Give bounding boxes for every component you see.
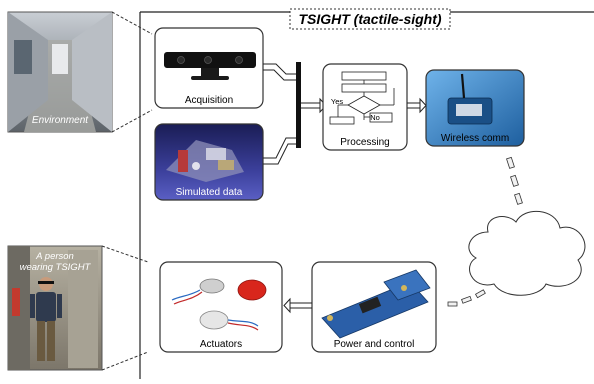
arduino-board-icon [321,269,431,339]
environment-label: Environment [32,115,89,126]
wireless-comm-node: Wireless comm [425,69,525,147]
environment-photo: Environment [7,11,113,133]
flowchart-icon [329,71,395,125]
power-to-actuators-arrow [283,297,312,314]
actuators-node: Actuators [159,261,283,353]
input-bus-bar [296,62,301,148]
flowchart-no-label: No [370,113,380,122]
wireless-comm-label: Wireless comm [441,133,509,144]
xbee-module-icon [447,73,493,125]
person-photo: A person wearing TSIGHT [7,245,103,371]
simulated-scene-icon [166,140,244,182]
person-label-line2: wearing TSIGHT [20,262,92,273]
input-connectors [263,63,296,165]
acquisition-label: Acquisition [185,95,233,106]
diagram-title: TSIGHT (tactile-sight) [298,11,441,27]
power-control-node: Power and control [311,261,437,353]
photo-connectors [101,11,153,371]
wireless-cloud [468,210,586,296]
simulated-data-node: Simulated data [154,123,264,201]
flowchart-yes-label: Yes [331,97,343,106]
processing-to-wireless-arrow [407,97,427,114]
power-control-label: Power and control [334,339,415,350]
person-label-line1: A person [35,251,74,262]
bus-to-processing-arrow [301,97,327,114]
vibration-motor-icon [171,278,267,331]
acquisition-node: Acquisition [154,27,264,109]
kinect-sensor-icon [164,52,256,80]
actuators-label: Actuators [200,339,242,350]
simulated-data-label: Simulated data [176,187,243,198]
processing-label: Processing [340,137,389,148]
cloud-link-to-power [447,289,486,307]
processing-node: Yes No Processing [322,63,408,151]
wireless-link-to-cloud [506,156,523,205]
title-box: TSIGHT (tactile-sight) [289,8,451,30]
